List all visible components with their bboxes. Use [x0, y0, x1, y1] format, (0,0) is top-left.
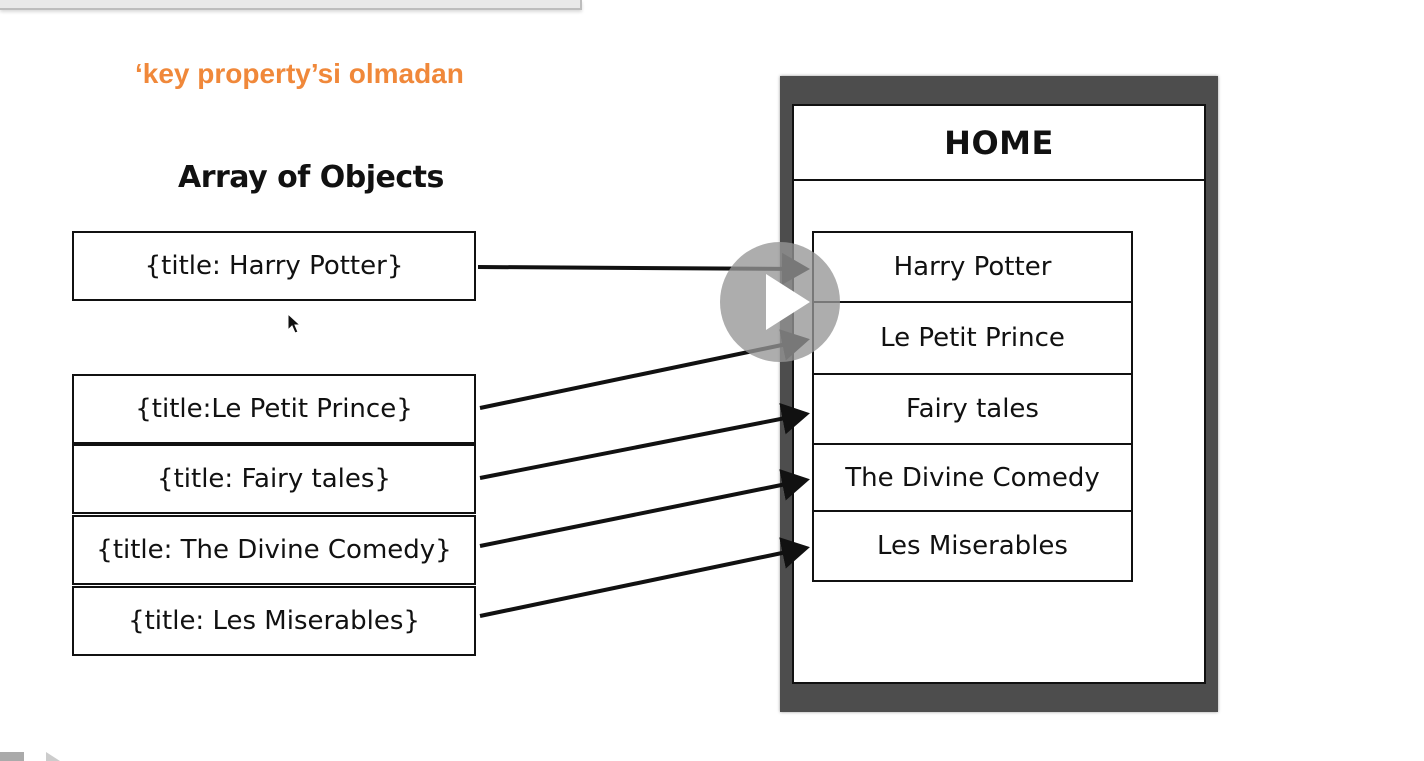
home-header: HOME: [792, 104, 1206, 181]
play-icon: [766, 274, 810, 330]
home-item-3: The Divine Comedy: [812, 443, 1133, 512]
bottom-toolbar-mark: [0, 752, 24, 761]
mouse-cursor-icon: [287, 313, 301, 334]
arrow-2: [479, 402, 810, 480]
slide-subtitle: ‘key property’si olmadan: [135, 58, 464, 89]
object-box-2: {title: Fairy tales}: [72, 444, 476, 514]
object-box-1: {title:Le Petit Prince}: [72, 374, 476, 444]
array-title: Array of Objects: [178, 160, 444, 195]
top-bar: [0, 0, 582, 10]
home-item-4: Les Miserables: [812, 510, 1133, 582]
home-item-2: Fairy tales: [812, 373, 1133, 445]
play-button[interactable]: [720, 242, 840, 362]
home-item-1: Le Petit Prince: [812, 301, 1133, 375]
object-box-3: {title: The Divine Comedy}: [72, 515, 476, 585]
arrow-3: [479, 469, 810, 548]
home-item-0: Harry Potter: [812, 231, 1133, 303]
arrow-4: [479, 537, 810, 618]
object-box-4: {title: Les Miserables}: [72, 586, 476, 656]
object-box-0: {title: Harry Potter}: [72, 231, 476, 301]
bottom-toolbar-arrow: [46, 752, 60, 761]
